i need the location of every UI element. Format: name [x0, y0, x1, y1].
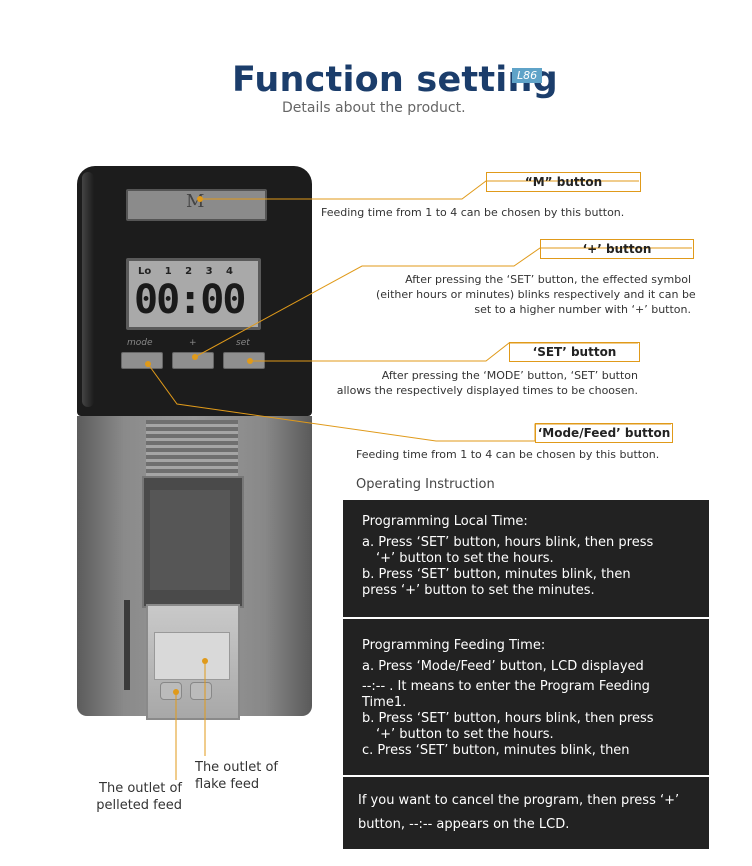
side-slot — [124, 600, 130, 690]
model-badge: L86 — [512, 68, 543, 83]
mode-label: mode — [127, 338, 153, 348]
feeding-heading: Programming Feeding Time: — [362, 638, 546, 653]
flake-outlet-label: The outlet of flake feed — [195, 760, 278, 792]
m-button-label: “M” button — [486, 172, 641, 192]
set-button-label: ‘SET’ button — [509, 342, 640, 362]
page-title: Function setting — [232, 60, 558, 100]
mode-feed-button-desc: Feeding time from 1 to 4 can be chosen b… — [356, 448, 660, 461]
page-subtitle: Details about the product. — [282, 100, 466, 116]
outlet-window — [154, 632, 230, 680]
lcd-indicators: Lo 1 2 3 4 — [138, 266, 233, 277]
pelleted-outlet-label: The outlet of pelleted feed — [96, 781, 182, 813]
plus-label: + — [189, 338, 197, 348]
panel-feeding-time: Programming Feeding Time: a. Press ‘Mode… — [343, 619, 709, 775]
m-button[interactable] — [126, 189, 267, 221]
lcd-time: 00:00 — [134, 277, 246, 323]
plus-button-desc: After pressing the ‘SET’ button, the eff… — [376, 273, 696, 316]
feed-chute-inner — [150, 490, 230, 590]
panel-cancel: If you want to cancel the program, then … — [343, 777, 709, 849]
set-label: set — [236, 338, 250, 348]
lcd-screen — [126, 258, 261, 330]
flake-outlet — [190, 682, 212, 700]
mode-feed-button-label: ‘Mode/Feed’ button — [535, 423, 673, 443]
mode-feed-button[interactable] — [121, 352, 163, 369]
local-heading: Programming Local Time: — [362, 514, 528, 529]
panel-local-time: Programming Local Time: a. Press ‘SET’ b… — [343, 500, 709, 617]
operating-title: Operating Instruction — [356, 477, 495, 492]
set-button-desc: After pressing the ‘MODE’ button, ‘SET’ … — [336, 369, 638, 397]
device-grille — [146, 420, 238, 476]
plus-button-label: ‘+’ button — [540, 239, 694, 259]
plus-button[interactable] — [172, 352, 214, 369]
m-button-desc: Feeding time from 1 to 4 can be chosen b… — [321, 206, 625, 219]
device-highlight — [82, 172, 94, 407]
